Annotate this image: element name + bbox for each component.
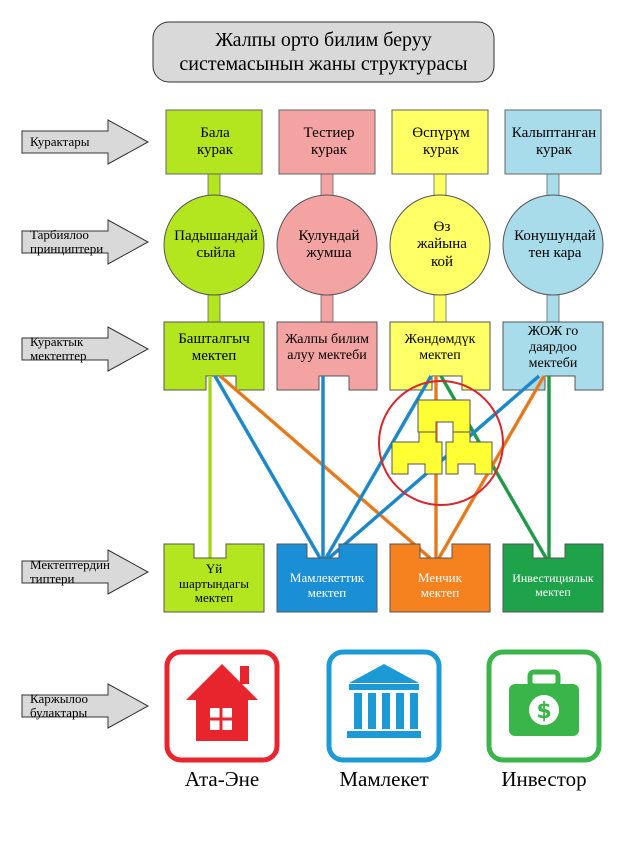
government-building-icon	[326, 649, 442, 763]
connector-stem	[207, 173, 221, 199]
house-icon	[164, 649, 280, 763]
highlight-circle	[378, 380, 504, 506]
row-arrow-age-groups	[21, 119, 150, 165]
connector-stem	[207, 293, 221, 325]
puzzle-piece-top	[417, 399, 471, 433]
connector-stem	[433, 293, 447, 325]
age-school-box	[502, 321, 604, 391]
school-type-box	[389, 543, 491, 613]
principle-circle	[502, 194, 604, 296]
connector-stem	[320, 173, 334, 199]
connector-stem	[320, 293, 334, 325]
age-school-box	[276, 321, 378, 391]
title-box	[152, 21, 495, 83]
row-arrow-school-types	[21, 549, 150, 595]
age-group-box	[504, 109, 602, 175]
principle-circle	[389, 194, 491, 296]
age-school-box	[163, 321, 265, 391]
row-arrow-funding	[21, 683, 150, 729]
puzzle-highlight	[378, 380, 504, 506]
puzzle-piece-right	[445, 431, 493, 475]
age-group-box	[391, 109, 489, 175]
age-school-box	[389, 321, 491, 391]
connection-line-outline	[219, 375, 431, 559]
row-arrow-age-schools	[21, 326, 150, 372]
connector-stem	[546, 173, 560, 199]
principle-circle	[276, 194, 378, 296]
principle-circle	[163, 194, 265, 296]
age-group-box	[165, 109, 263, 175]
row-arrow-principles	[21, 219, 150, 265]
puzzle-piece-left	[391, 431, 443, 475]
connection-line-outline	[325, 375, 432, 559]
svg-text:$: $	[536, 699, 551, 724]
connector-stem	[433, 173, 447, 199]
connector-stem	[546, 293, 560, 325]
money-bag-icon: $	[486, 649, 602, 763]
age-group-box	[278, 109, 376, 175]
school-type-box	[502, 543, 604, 613]
school-type-box	[163, 543, 265, 613]
school-type-box	[276, 543, 378, 613]
connection-line-outline	[214, 375, 321, 559]
